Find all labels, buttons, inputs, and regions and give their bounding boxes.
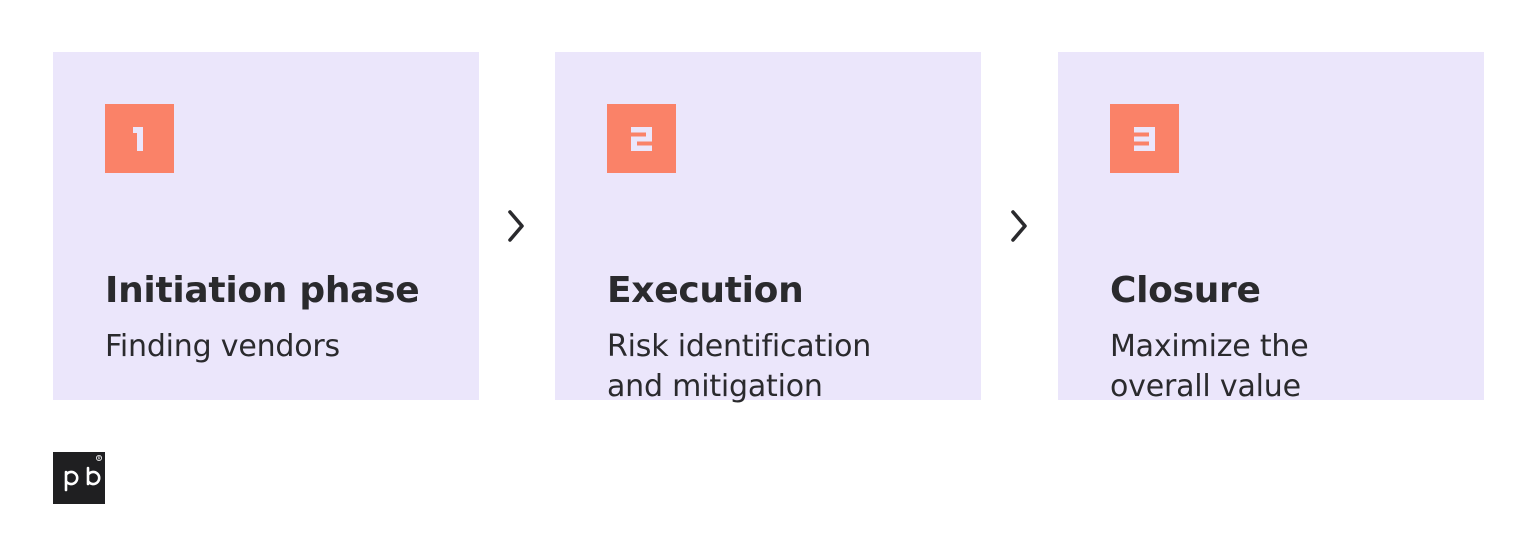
step-description-line: Risk identification bbox=[607, 329, 872, 364]
chevron-right-icon bbox=[506, 208, 526, 244]
step-title: Execution bbox=[607, 270, 804, 311]
step-title: Closure bbox=[1110, 270, 1261, 311]
step-number-badge-1 bbox=[105, 104, 174, 173]
step-number-badge-3 bbox=[1110, 104, 1179, 173]
step-description: Risk identification and mitigation bbox=[607, 327, 927, 407]
chevron-right-icon bbox=[1009, 208, 1029, 244]
pd-logo bbox=[53, 452, 105, 504]
step-description-line: Finding vendors bbox=[105, 329, 340, 364]
step-description-line: overall value bbox=[1110, 369, 1301, 404]
step-title: Initiation phase bbox=[105, 270, 420, 311]
step-description-line: and mitigation bbox=[607, 369, 823, 404]
step-description-line: Maximize the bbox=[1110, 329, 1309, 364]
step-card-execution: Execution Risk identification and mitiga… bbox=[555, 52, 981, 404]
step-card-initiation: Initiation phase Finding vendors bbox=[53, 52, 479, 400]
step-description: Finding vendors bbox=[105, 327, 425, 367]
step-card-closure: Closure Maximize the overall value bbox=[1058, 52, 1484, 404]
step-description: Maximize the overall value bbox=[1110, 327, 1430, 407]
step-number-badge-2 bbox=[607, 104, 676, 173]
